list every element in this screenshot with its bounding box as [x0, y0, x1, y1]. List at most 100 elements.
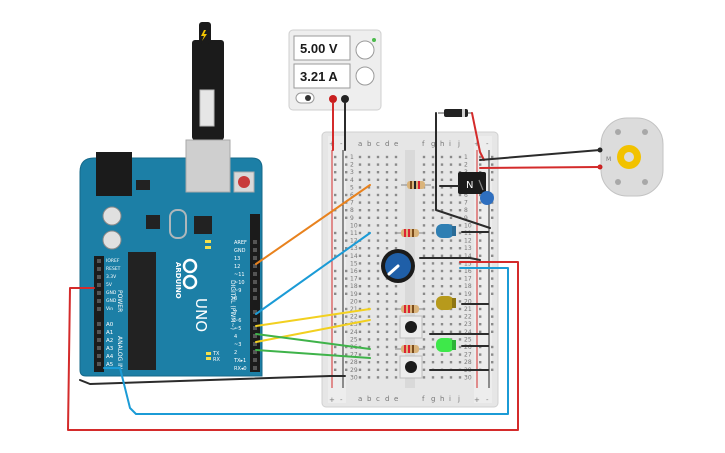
power-supply[interactable]: 5.00 V 3.21 A	[288, 29, 382, 111]
digital-pin-label: ~11	[234, 272, 245, 278]
row-number: 9	[350, 215, 354, 222]
row-number: 24	[464, 329, 472, 336]
column-label: e	[394, 140, 398, 148]
lightning-icon	[201, 30, 207, 41]
row-number: 18	[464, 283, 472, 290]
jumper-pot-gnd	[419, 257, 481, 261]
digital-pin-label: ~10	[234, 280, 245, 286]
digital-pin-label: AREF	[234, 240, 247, 246]
wires[interactable]	[67, 102, 601, 431]
pushbutton-2[interactable]	[399, 355, 423, 379]
row-number: 24	[350, 329, 358, 336]
power-label: POWER	[116, 290, 123, 312]
column-label: a	[358, 140, 362, 148]
current-knob[interactable]	[355, 66, 375, 86]
row-number: 25	[350, 336, 358, 343]
digital-pin-label: 7	[234, 310, 237, 316]
diode[interactable]	[438, 109, 472, 117]
motor-label: M	[606, 156, 611, 163]
capacitor-2	[102, 230, 122, 250]
analog-pin-label: A5	[106, 362, 114, 368]
resistor-4[interactable]	[395, 345, 425, 353]
wire-diode-cathode	[471, 112, 485, 161]
dc-motor[interactable]: M	[597, 117, 664, 197]
led-blue[interactable]	[436, 224, 456, 238]
column-label: j	[457, 140, 460, 148]
power-pin-label: GND	[106, 290, 117, 296]
column-label: f	[422, 140, 425, 148]
row-number: 13	[350, 245, 358, 252]
analog-pin-label: A4	[106, 354, 114, 360]
row-number: 29	[350, 367, 358, 374]
row-number: 12	[464, 238, 472, 245]
row-number: 10	[350, 222, 358, 229]
row-number: 15	[350, 260, 358, 267]
uno-label: UNO	[192, 298, 210, 332]
voltage-knob[interactable]	[355, 40, 375, 60]
row-number: 12	[350, 238, 358, 245]
row-number: 17	[464, 276, 472, 283]
row-number: 19	[464, 291, 472, 298]
digital-pin-label: 4	[234, 334, 237, 340]
row-number: 2	[464, 162, 468, 169]
pushbutton-1[interactable]	[399, 315, 423, 339]
negative-terminal[interactable]	[341, 95, 349, 103]
column-label: a	[358, 395, 362, 403]
row-number: 13	[464, 245, 472, 252]
row-number: 3	[350, 169, 354, 176]
row-number: 27	[464, 352, 472, 359]
row-number: 30	[464, 374, 472, 381]
power-pin-label: RESET	[106, 266, 121, 272]
voltage-display: 5.00 V	[300, 41, 338, 56]
digital-pin-label: ~9	[234, 288, 241, 294]
reset-button[interactable]	[238, 176, 250, 188]
row-number: 21	[464, 306, 472, 313]
digital-pin-label: ~3	[234, 342, 241, 348]
column-label: i	[449, 140, 451, 148]
column-label: i	[449, 395, 451, 403]
resistor-2[interactable]	[395, 229, 425, 237]
row-number: 1	[464, 154, 468, 161]
rx-led-label: RX	[213, 357, 220, 363]
row-number: 28	[464, 359, 472, 366]
rail-minus-top-left: -	[340, 140, 343, 148]
capacitor-1	[102, 206, 122, 226]
wire-motor-positive	[479, 166, 601, 169]
potentiometer[interactable]	[381, 249, 415, 283]
positive-terminal[interactable]	[329, 95, 337, 103]
wire-yellow-pin3	[255, 319, 371, 343]
row-number: 14	[464, 253, 472, 260]
row-number: 30	[350, 374, 358, 381]
row-number: 23	[350, 321, 358, 328]
rail-minus-top-right: -	[486, 140, 489, 148]
row-number: 11	[350, 230, 358, 237]
rail-plus-top-right: +	[474, 140, 480, 148]
row-number: 23	[464, 321, 472, 328]
capacitor-blue[interactable]	[480, 191, 494, 205]
resistor-3[interactable]	[395, 305, 425, 313]
column-label: h	[440, 395, 444, 403]
row-number: 18	[350, 283, 358, 290]
transistor[interactable]: N	[458, 172, 486, 194]
analog-in-label: ANALOG IN	[116, 336, 123, 369]
digital-header[interactable]	[250, 214, 260, 372]
wire-diode-anode	[435, 112, 491, 229]
row-number: 17	[350, 276, 358, 283]
wire-motor-negative	[479, 149, 601, 161]
row-number: 11	[464, 230, 472, 237]
digital-pin-label: ~5	[234, 326, 241, 332]
led-green[interactable]	[436, 338, 456, 352]
digital-pin-label: GND	[234, 248, 246, 254]
resistor-1[interactable]	[401, 181, 431, 189]
power-analog-header[interactable]	[94, 256, 104, 372]
row-number: 8	[350, 207, 354, 214]
row-number: 5	[350, 184, 354, 191]
column-label: h	[440, 140, 444, 148]
wire-black-gnd	[79, 375, 346, 385]
led-yellow[interactable]	[436, 296, 456, 310]
